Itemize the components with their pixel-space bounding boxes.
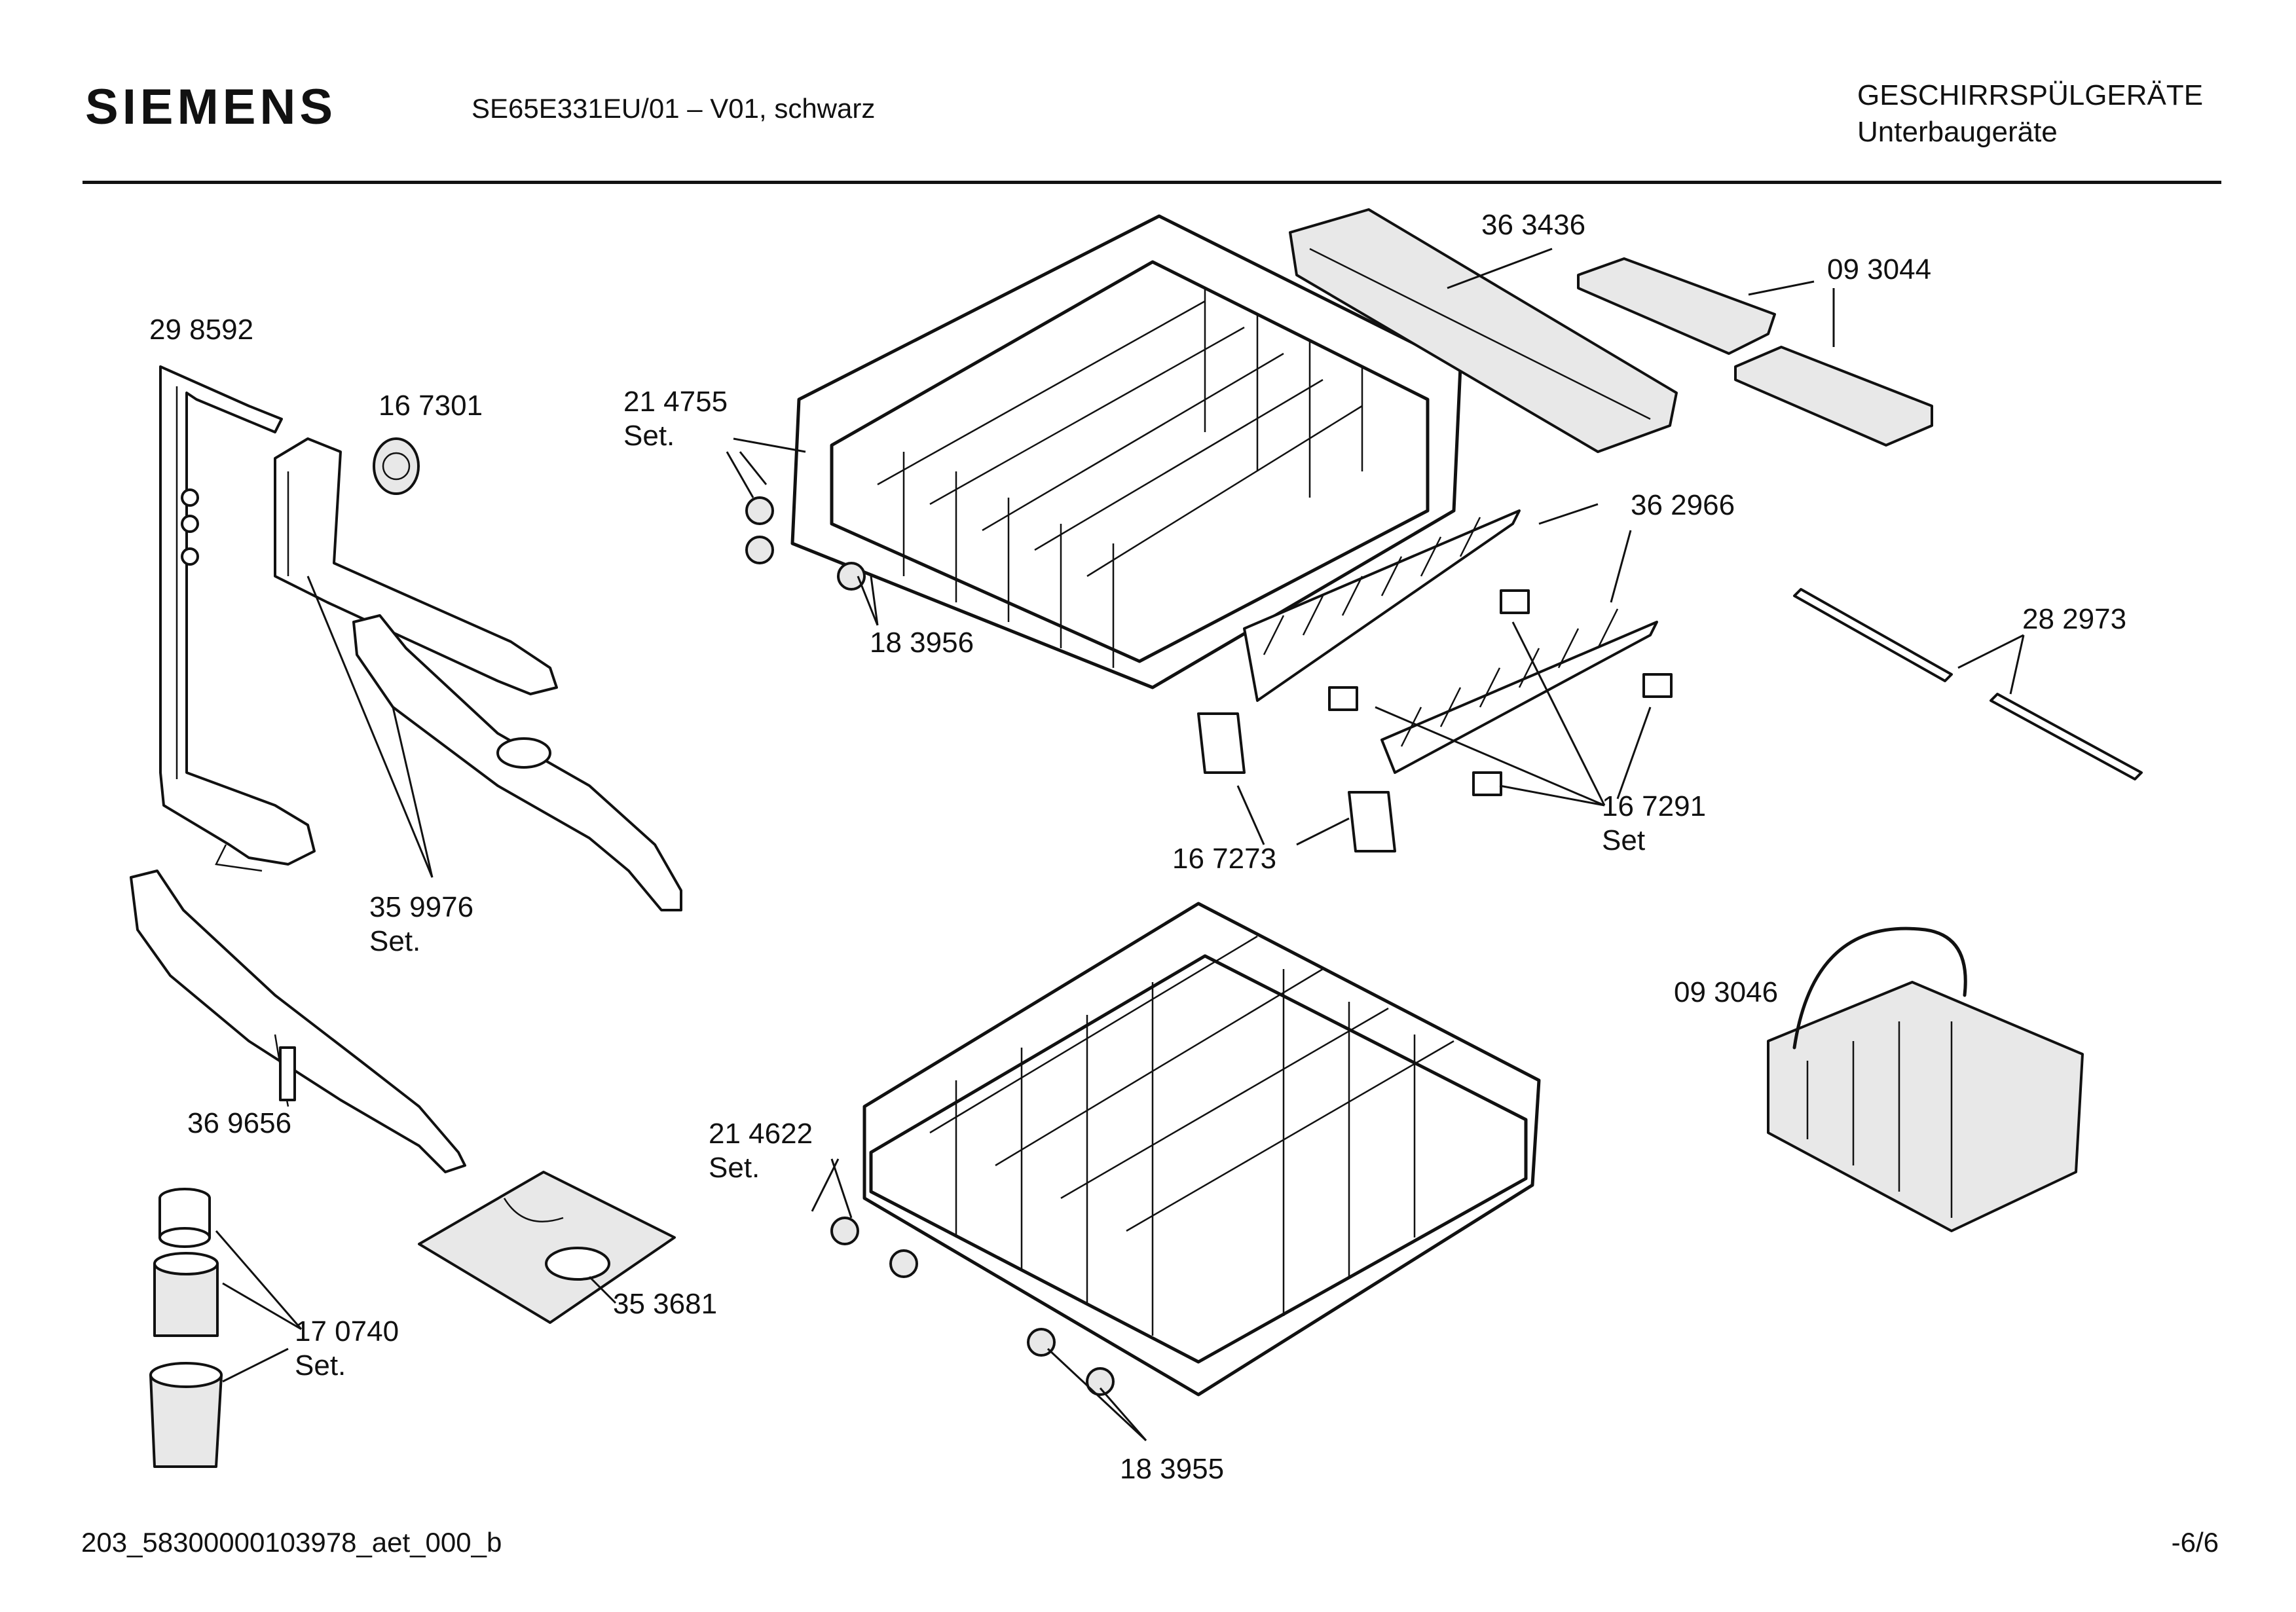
spray-supply-pipe-drawing <box>159 365 316 872</box>
part-label: 21 4622 Set. <box>709 1117 813 1185</box>
category-subtitle: Unterbaugeräte <box>1857 116 2058 148</box>
part-set-suffix: Set. <box>369 925 421 957</box>
part-number: 18 3955 <box>1120 1453 1225 1485</box>
part-number: 09 3046 <box>1674 976 1779 1008</box>
part-number: 28 2973 <box>2022 603 2127 635</box>
category-title: GESCHIRRSPÜLGERÄTE <box>1857 79 2204 111</box>
header-divider <box>83 181 2221 184</box>
part-label: 17 0740 Set. <box>295 1315 399 1383</box>
part-label: 09 3046 <box>1674 976 1778 1010</box>
upper-basket-drawing <box>790 214 1462 689</box>
part-number: 36 2966 <box>1631 489 1735 521</box>
part-set-suffix: Set. <box>623 420 675 452</box>
part-number: 17 0740 <box>295 1315 399 1347</box>
cup-shelf-drawing <box>1243 509 1658 774</box>
cutlery-basket-drawing <box>1767 926 2084 1232</box>
part-label: 28 2973 <box>2022 602 2126 636</box>
part-label: 18 3955 <box>1120 1452 1224 1486</box>
rails-drawing <box>1793 588 2143 780</box>
part-number: 35 9976 <box>369 891 474 923</box>
part-number: 29 8592 <box>149 314 254 346</box>
part-label: 21 4755 Set. <box>623 385 728 453</box>
part-number: 35 3681 <box>613 1288 718 1320</box>
lower-spray-arm-drawing <box>130 870 466 1173</box>
part-number: 09 3044 <box>1827 253 1932 285</box>
tine-inserts-drawing <box>1577 257 1933 447</box>
part-label: 29 8592 <box>149 313 253 347</box>
part-set-suffix: Set. <box>295 1349 346 1382</box>
page-number: -6/6 <box>2171 1527 2219 1558</box>
lower-basket-drawing <box>862 902 1541 1397</box>
leader-lines <box>215 247 2025 1442</box>
part-label: 09 3044 <box>1827 253 1931 287</box>
cutlery-tray-drawing <box>1289 208 1678 453</box>
base-plate-drawing <box>418 1171 676 1324</box>
part-number: 36 9656 <box>187 1107 292 1139</box>
part-set-suffix: Set <box>1602 824 1646 856</box>
spray-nozzle-drawing <box>373 437 420 495</box>
part-number: 36 3436 <box>1481 209 1586 241</box>
part-label: 35 9976 Set. <box>369 890 473 959</box>
part-label: 18 3956 <box>870 626 974 660</box>
part-number: 21 4755 <box>623 386 728 418</box>
part-label: 35 3681 <box>613 1287 717 1321</box>
part-number: 21 4622 <box>709 1118 813 1150</box>
part-label: 16 7273 <box>1172 842 1276 876</box>
part-label: 16 7301 <box>379 389 483 423</box>
upper-spray-arm-drawing <box>274 437 682 911</box>
wheels-drawing <box>745 496 1115 1396</box>
model-designation: SE65E331EU/01 – V01, schwarz <box>472 93 876 124</box>
filter-set-drawing <box>149 1188 223 1468</box>
part-label: 16 7291 Set <box>1602 790 1706 858</box>
part-number: 18 3956 <box>870 627 974 659</box>
brand-logo: SIEMENS <box>85 79 337 135</box>
category-block: GESCHIRRSPÜLGERÄTE Unterbaugeräte <box>1857 77 2203 151</box>
part-number: 16 7301 <box>379 390 483 422</box>
part-label: 36 3436 <box>1481 208 1585 242</box>
holders-drawing <box>1197 712 1396 852</box>
part-label: 36 9656 <box>187 1107 291 1141</box>
document-id: 203_58300000103978_aet_000_b <box>81 1527 502 1558</box>
part-set-suffix: Set. <box>709 1152 760 1184</box>
part-number: 16 7291 <box>1602 790 1707 822</box>
clips-drawing <box>1328 589 1673 796</box>
part-label: 36 2966 <box>1631 488 1735 522</box>
part-number: 16 7273 <box>1172 843 1277 875</box>
